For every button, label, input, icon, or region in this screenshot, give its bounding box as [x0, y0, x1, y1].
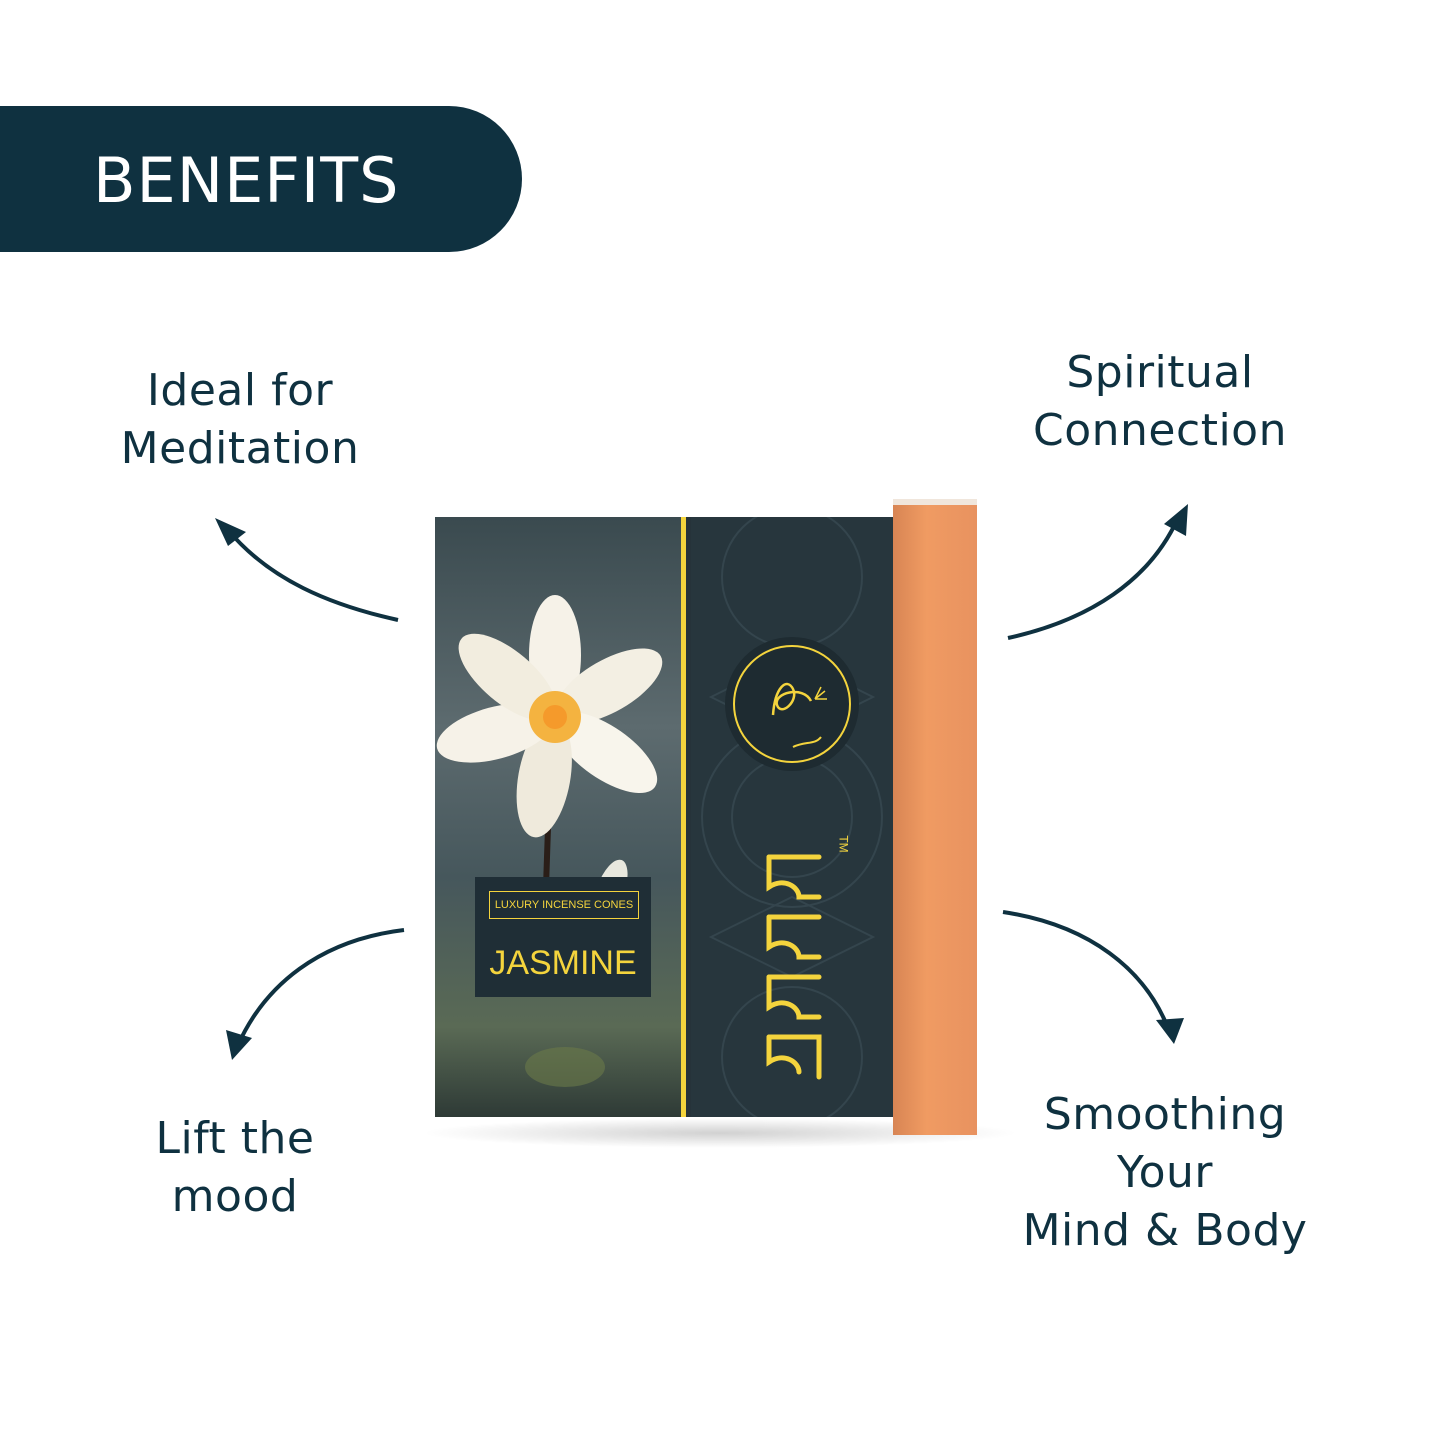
box-side-top [893, 499, 977, 509]
benefit-spiritual: Spiritual Connection [1005, 344, 1315, 460]
benefit-meditation: Ideal for Meditation [100, 362, 380, 478]
benefit-mind-body-line1: Smoothing [1043, 1089, 1287, 1140]
arrow-top-right-icon [1007, 504, 1188, 640]
arrow-bottom-right-icon [1002, 910, 1184, 1044]
arrow-bottom-left-icon [226, 928, 405, 1060]
benefit-mind-body: Smoothing Your Mind & Body [1000, 1086, 1330, 1260]
trademark-symbol: TM [836, 835, 851, 853]
benefit-spiritual-line1: Spiritual [1066, 347, 1254, 398]
arrow-top-left-icon [215, 518, 399, 622]
benefit-mood-line2: mood [171, 1171, 299, 1222]
benefit-mood-line1: Lift the [155, 1113, 315, 1164]
benefits-title: BENEFITS [93, 144, 400, 217]
brand-logo-icon [725, 637, 859, 771]
benefit-mind-body-line3: Mind & Body [1022, 1205, 1308, 1256]
benefit-mood: Lift the mood [110, 1110, 360, 1226]
yellow-stripe [681, 517, 686, 1117]
benefit-meditation-line1: Ideal for [146, 365, 334, 416]
box-front: LUXURY INCENSE CONES JASMINE [435, 517, 893, 1117]
benefit-spiritual-line2: Connection [1033, 405, 1287, 456]
product-label: LUXURY INCENSE CONES JASMINE [475, 877, 651, 997]
benefit-meditation-line2: Meditation [120, 423, 360, 474]
product-label-subtitle: LUXURY INCENSE CONES [489, 891, 639, 919]
product-box: LUXURY INCENSE CONES JASMINE [435, 495, 995, 1135]
box-side-panel [893, 505, 977, 1135]
benefit-mind-body-line2: Your [1117, 1147, 1213, 1198]
jasmine-flower-image: LUXURY INCENSE CONES JASMINE [435, 517, 685, 1117]
product-label-name: JASMINE [489, 944, 637, 982]
brand-wordmark [739, 847, 849, 1087]
benefits-banner [0, 106, 522, 252]
